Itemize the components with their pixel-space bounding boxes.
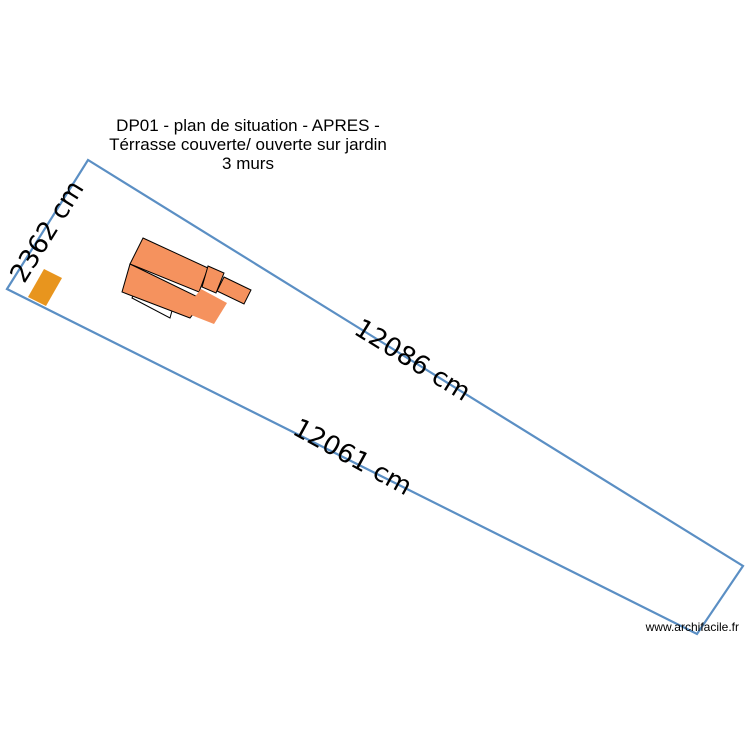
house-annex-block [201, 265, 225, 294]
plan-title-line-1: DP01 - plan de situation - APRES - [116, 116, 380, 135]
dimension-bottom-edge: 12061 cm [288, 413, 417, 502]
house-right-annex [216, 276, 252, 305]
dimension-top-edge: 12086 cm [349, 313, 476, 407]
archifacile-watermark: www.archifacile.fr [645, 620, 739, 634]
plan-title-line-3: 3 murs [222, 154, 274, 173]
covered-terrace[interactable] [186, 289, 227, 324]
shed-block[interactable] [28, 269, 62, 306]
house-main-block [121, 263, 205, 319]
house-footprint[interactable] [121, 237, 252, 324]
parcel-outline[interactable] [5, 158, 745, 636]
plan-title-line-2: Térrasse couverte/ ouverte sur jardin [109, 135, 387, 154]
